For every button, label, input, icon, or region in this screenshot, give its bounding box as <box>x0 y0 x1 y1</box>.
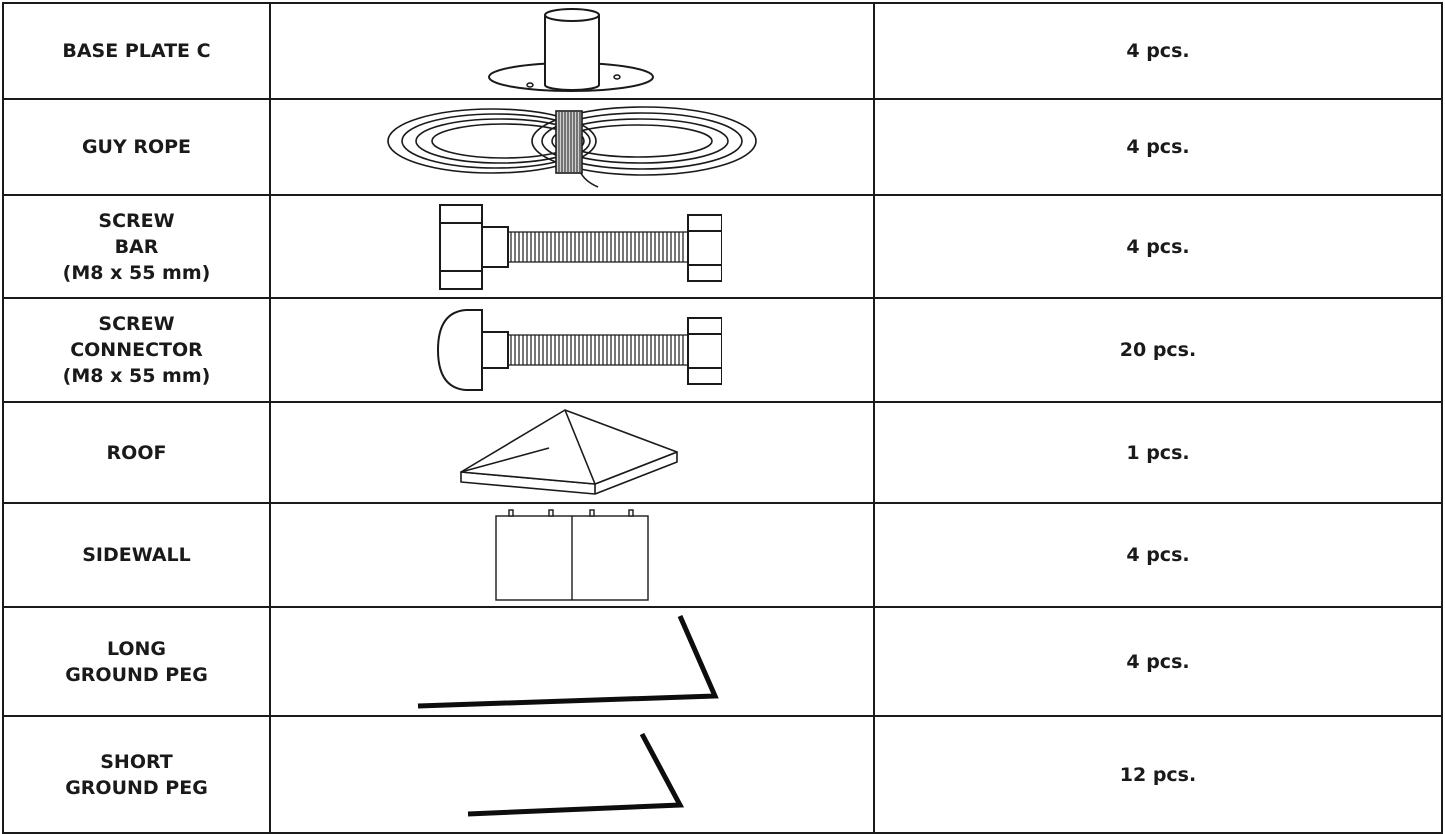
guy-rope-icon <box>387 106 757 188</box>
table-row: SCREW CONNECTOR (M8 x 55 mm) <box>2 297 1443 403</box>
part-illustration <box>269 502 875 608</box>
part-illustration <box>269 2 875 100</box>
part-illustration <box>269 194 875 299</box>
table-row: BASE PLATE C 4 pcs. <box>2 2 1443 100</box>
table-row: LONG GROUND PEG 4 pcs. <box>2 606 1443 717</box>
table-row: GUY ROPE <box>2 98 1443 196</box>
part-quantity: 4 pcs. <box>873 606 1443 717</box>
part-quantity: 1 pcs. <box>873 401 1443 504</box>
screw-bar-icon <box>439 203 722 290</box>
part-name: LONG GROUND PEG <box>2 606 271 717</box>
part-name: SCREW BAR (M8 x 55 mm) <box>2 194 271 299</box>
short-ground-peg-icon <box>467 732 685 816</box>
part-quantity: 4 pcs. <box>873 98 1443 196</box>
part-name: GUY ROPE <box>2 98 271 196</box>
part-name: SIDEWALL <box>2 502 271 608</box>
part-quantity: 4 pcs. <box>873 2 1443 100</box>
table-row: ROOF 1 pcs. <box>2 401 1443 504</box>
base-plate-icon <box>488 8 654 92</box>
part-name: SHORT GROUND PEG <box>2 715 271 834</box>
screw-connector-icon <box>436 309 722 391</box>
part-illustration <box>269 606 875 717</box>
table-row: SHORT GROUND PEG 12 pcs. <box>2 715 1443 834</box>
part-quantity: 4 pcs. <box>873 502 1443 608</box>
part-illustration <box>269 98 875 196</box>
long-ground-peg-icon <box>417 614 719 708</box>
roof-icon <box>460 408 678 495</box>
part-illustration <box>269 715 875 834</box>
table-row: SCREW BAR (M8 x 55 mm) <box>2 194 1443 299</box>
table-row: SIDEWALL 4 pcs. <box>2 502 1443 608</box>
part-illustration <box>269 401 875 504</box>
part-quantity: 12 pcs. <box>873 715 1443 834</box>
part-illustration <box>269 297 875 403</box>
part-name: ROOF <box>2 401 271 504</box>
part-name: SCREW CONNECTOR (M8 x 55 mm) <box>2 297 271 403</box>
part-quantity: 4 pcs. <box>873 194 1443 299</box>
sidewall-icon <box>495 509 649 601</box>
part-name: BASE PLATE C <box>2 2 271 100</box>
part-quantity: 20 pcs. <box>873 297 1443 403</box>
